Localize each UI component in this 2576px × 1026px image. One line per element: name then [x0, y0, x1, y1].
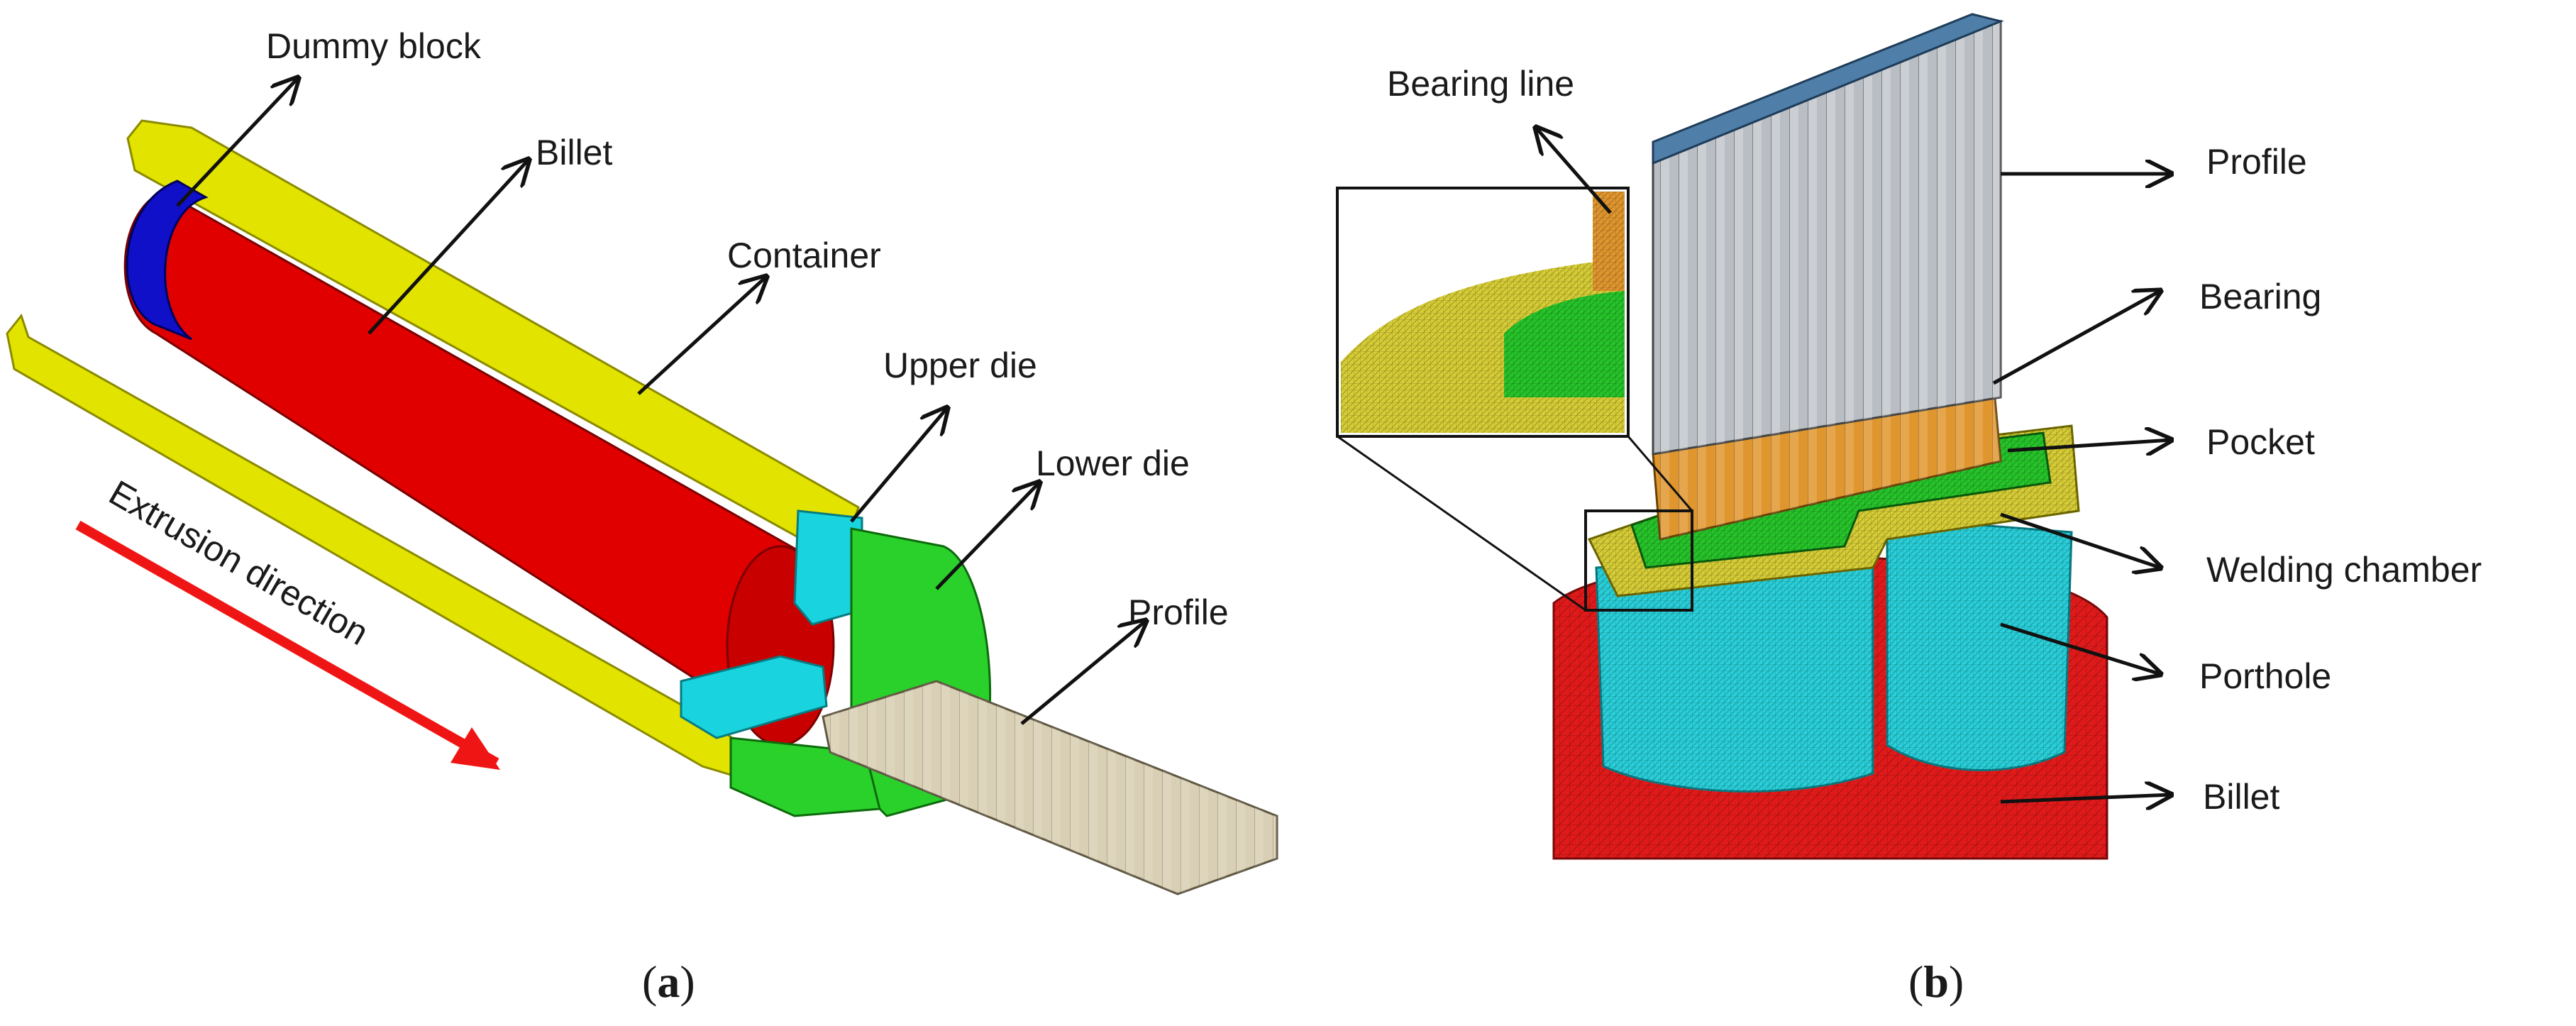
leader-billet-b [2000, 795, 2171, 802]
leader-upper-die [850, 408, 947, 523]
profile-top-face [1652, 13, 2004, 165]
label-billet-b: Billet [2203, 777, 2279, 817]
panel-b: Bearing line Profile Bearing Pocket Weld… [1336, 13, 2482, 1007]
label-upper-die: Upper die [883, 346, 1037, 385]
label-billet: Billet [536, 133, 612, 172]
label-lower-die: Lower die [1036, 443, 1190, 483]
panel-a: Dummy block Billet Container Upper die L… [6, 26, 1278, 1007]
leader-welding-chamber [2000, 512, 2160, 568]
label-profile-b: Profile [2206, 142, 2307, 182]
dummy-block [126, 180, 209, 341]
profile-part [822, 680, 1278, 895]
profile-b [1652, 13, 2004, 456]
porthole-right [1886, 517, 2073, 771]
leader-billet [367, 160, 529, 335]
label-profile: Profile [1128, 592, 1229, 632]
extrusion-direction-arrow [75, 520, 499, 768]
leader-bearing-line [1536, 128, 1612, 214]
label-welding-chamber: Welding chamber [2206, 550, 2482, 590]
leader-profile [1020, 621, 1146, 725]
porthole-left [1595, 545, 1874, 793]
upper-die [793, 509, 863, 626]
leader-bearing [1992, 291, 2160, 385]
label-bearing-line: Bearing line [1387, 64, 1574, 104]
upper-die-lower [680, 655, 828, 739]
label-dummy-block: Dummy block [266, 26, 482, 66]
label-porthole: Porthole [2199, 656, 2331, 696]
leader-porthole [2000, 622, 2160, 674]
label-pocket: Pocket [2206, 422, 2315, 462]
leader-container [637, 277, 766, 395]
caption-a: (a) [642, 956, 695, 1007]
bearing-line-inset [1336, 187, 1693, 612]
leader-lower-die [935, 482, 1039, 590]
label-bearing: Bearing [2199, 277, 2321, 316]
caption-b: (b) [1908, 956, 1964, 1007]
extrusion-direction-arrowhead [450, 727, 500, 770]
label-container: Container [727, 236, 881, 275]
leader-dummy-block [176, 78, 298, 207]
leader-pocket [2007, 440, 2171, 451]
